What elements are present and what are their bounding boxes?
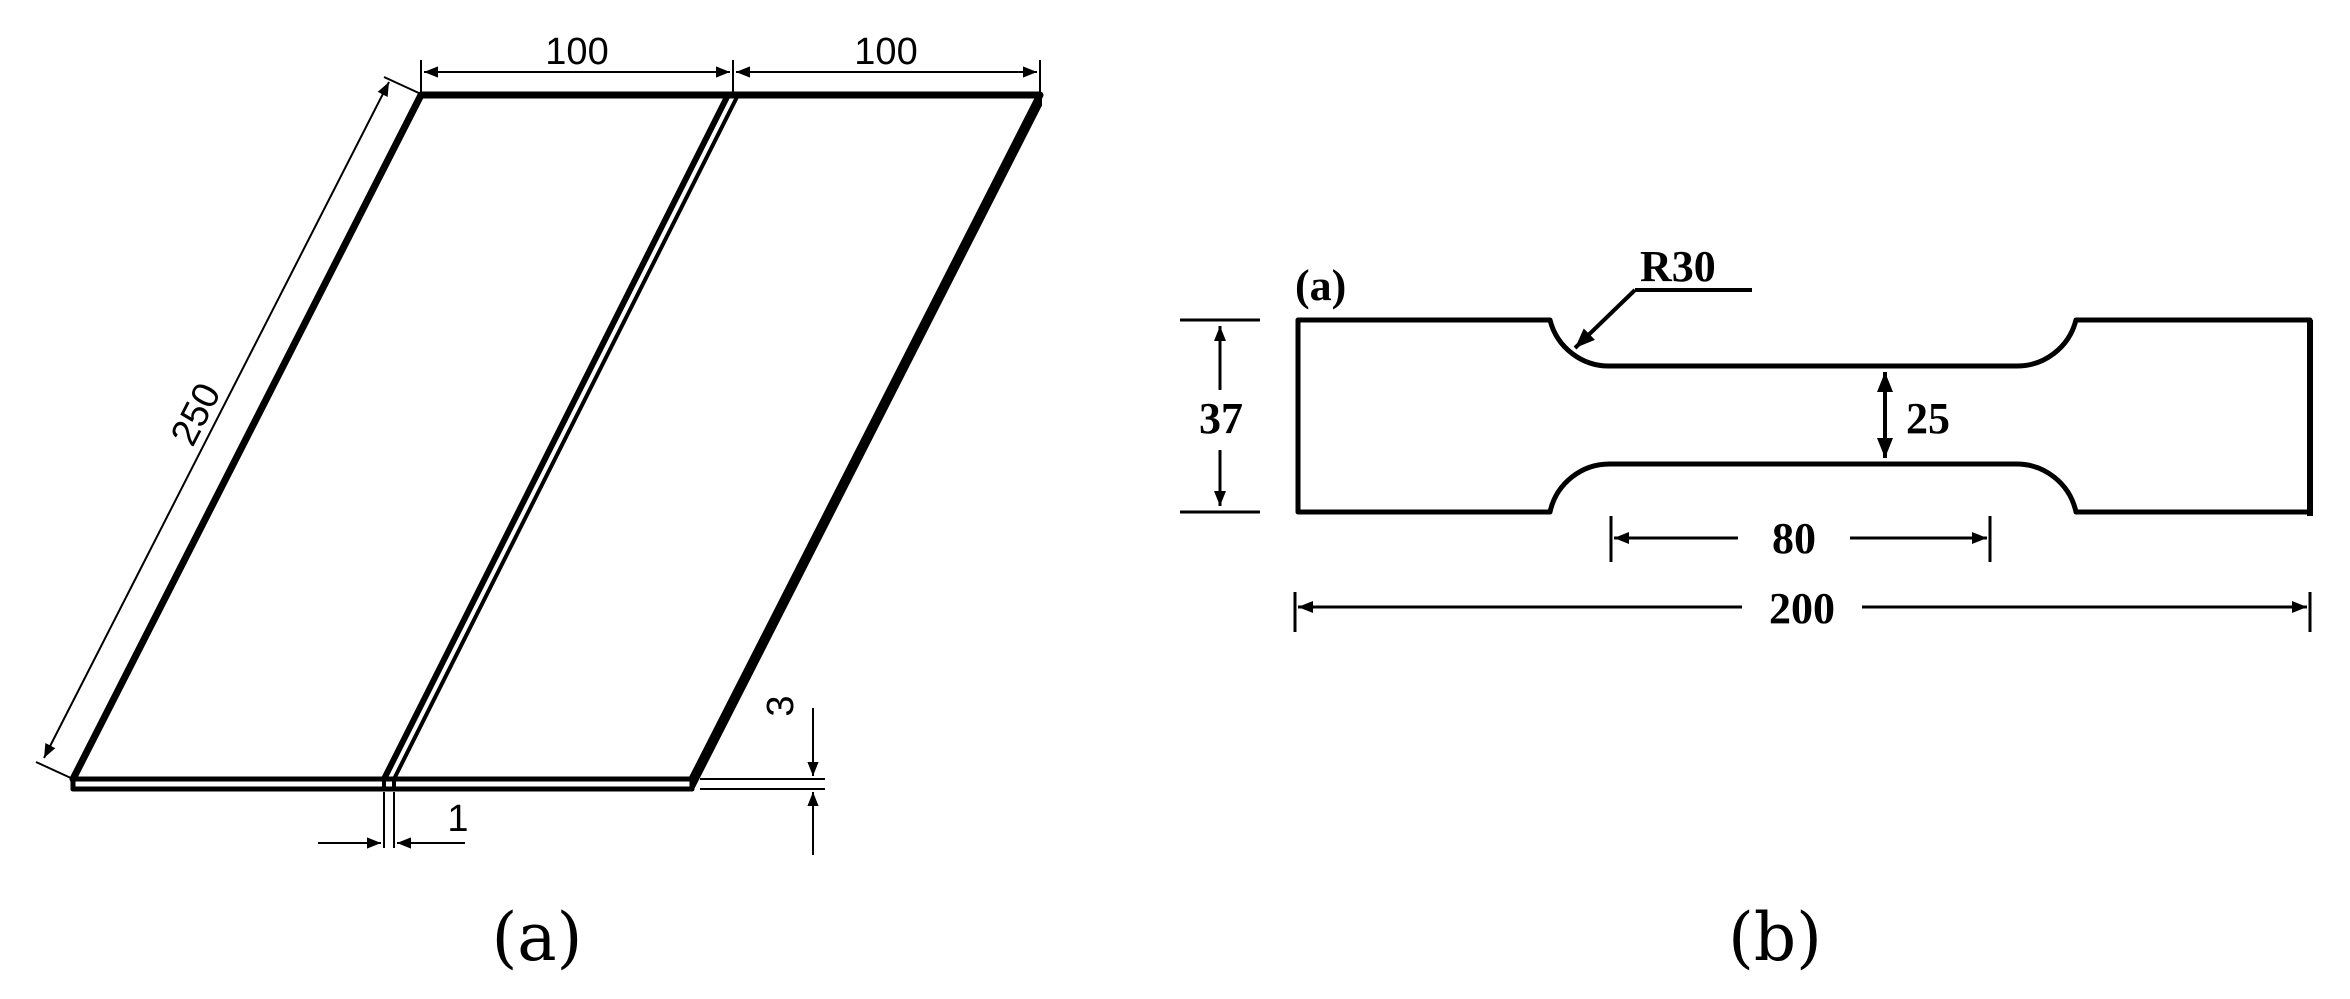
dim-width-right: 100	[854, 31, 917, 73]
radius-leader	[1573, 288, 1752, 350]
panel-a-drawing: 100 100 250 3 1 (a)	[35, 31, 1044, 976]
dim-grip-width: 37	[1199, 394, 1243, 443]
panel-a-caption: (a)	[492, 899, 583, 976]
dimension-total-length	[1293, 592, 2312, 632]
panel-b-drawing: (a) R30 37 25 80	[1180, 242, 2313, 976]
dimension-width	[420, 60, 1041, 93]
dimension-gap	[318, 792, 465, 849]
dim-width-left: 100	[545, 31, 608, 73]
dim-total-length: 200	[1769, 584, 1835, 633]
panel-b-caption: (b)	[1728, 899, 1822, 976]
dim-radius: R30	[1640, 242, 1716, 291]
dim-thickness: 3	[760, 695, 802, 716]
dim-gauge-width: 25	[1906, 394, 1950, 443]
dimension-gauge-length	[1609, 516, 1992, 562]
weld-seam	[381, 92, 731, 782]
dimension-thickness	[700, 708, 825, 855]
plate-outline	[69, 91, 1044, 792]
dim-length: 250	[163, 377, 229, 453]
specimen-outline	[1295, 317, 2313, 515]
dim-gauge-length: 80	[1772, 514, 1816, 563]
dim-gap: 1	[447, 798, 468, 840]
panel-b-inner-label: (a)	[1295, 261, 1346, 310]
dimension-grip-width	[1180, 318, 1260, 514]
dimension-length	[35, 76, 422, 780]
